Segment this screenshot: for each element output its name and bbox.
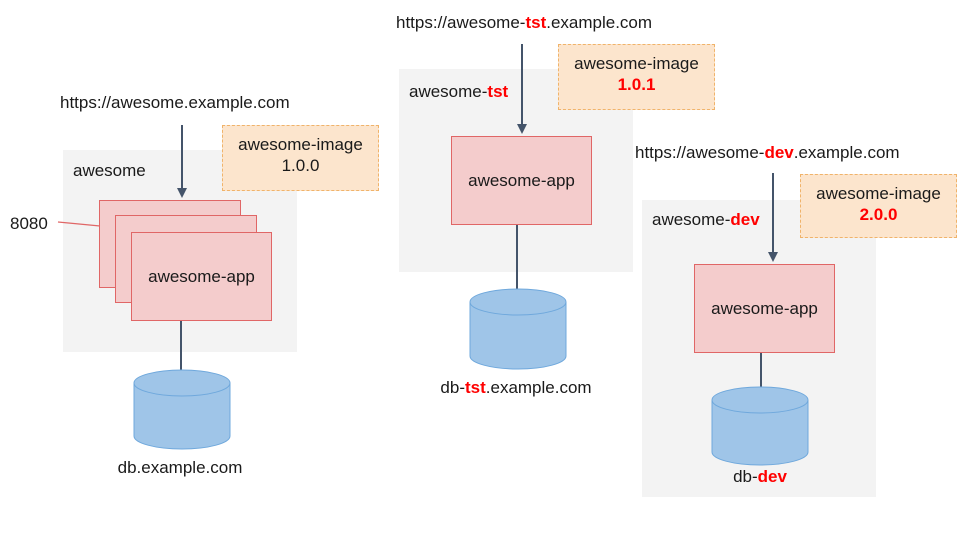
app-box-prod: awesome-app (131, 232, 272, 321)
url-label-tst: https://awesome-tst.example.com (396, 13, 652, 33)
url-prefix: https://awesome (60, 93, 184, 112)
env-label-prod: awesome (73, 161, 146, 181)
image-note-dev: awesome-image 2.0.0 (800, 174, 957, 238)
url-suffix: .example.com (793, 143, 900, 162)
image-version: 1.0.0 (281, 156, 320, 175)
app-label: awesome-app (468, 170, 575, 190)
app-box-dev: awesome-app (694, 264, 835, 353)
url-highlight: tst (525, 13, 547, 32)
env-name: awesome (73, 161, 146, 180)
url-suffix: .example.com (546, 13, 653, 32)
app-box-tst: awesome-app (451, 136, 592, 225)
url-label-dev: https://awesome-dev.example.com (635, 143, 900, 163)
env-name-highlight: tst (487, 82, 509, 101)
app-label: awesome-app (148, 266, 255, 286)
url-highlight: dev (764, 143, 794, 162)
image-note-prod: awesome-image 1.0.0 (222, 125, 379, 191)
url-label-prod: https://awesome.example.com (60, 93, 290, 113)
image-name: awesome-image (238, 135, 363, 154)
env-name: awesome- (409, 82, 488, 101)
db-prefix: db (117, 458, 137, 477)
url-suffix: .example.com (183, 93, 290, 112)
db-highlight: tst (464, 378, 486, 397)
db-suffix: .example.com (485, 378, 592, 397)
env-name: awesome- (652, 210, 731, 229)
db-label-prod: db.example.com (110, 458, 250, 478)
env-label-dev: awesome-dev (652, 210, 760, 230)
db-label-dev: db-dev (700, 467, 820, 487)
database-cylinder-prod (133, 369, 231, 450)
env-name-highlight: dev (730, 210, 760, 229)
env-label-tst: awesome-tst (409, 82, 508, 102)
db-prefix: db- (733, 467, 758, 486)
port-label: 8080 (10, 214, 48, 233)
image-version: 2.0.0 (859, 205, 898, 224)
db-highlight: dev (757, 467, 787, 486)
url-prefix: https://awesome- (635, 143, 765, 162)
db-suffix: .example.com (136, 458, 243, 477)
image-name: awesome-image (816, 184, 941, 203)
url-prefix: https://awesome- (396, 13, 526, 32)
image-note-tst: awesome-image 1.0.1 (558, 44, 715, 110)
database-cylinder-tst (469, 288, 567, 370)
image-name: awesome-image (574, 54, 699, 73)
image-version: 1.0.1 (617, 75, 656, 94)
db-prefix: db- (440, 378, 465, 397)
app-label: awesome-app (711, 298, 818, 318)
db-label-tst: db-tst.example.com (420, 378, 612, 398)
